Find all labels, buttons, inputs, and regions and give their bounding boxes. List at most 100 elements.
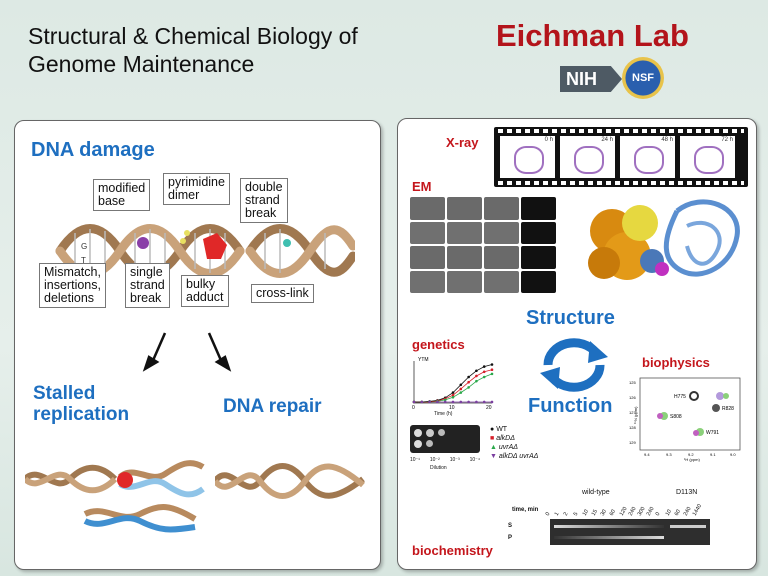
label-double-strand-break: double strand break	[240, 178, 288, 223]
legend-item-uvra: ▲ uvrAΔ	[490, 444, 518, 451]
nsf-logo: NSF	[622, 57, 664, 99]
genetics-point-2-10	[490, 372, 494, 376]
genetics-point-1-7	[467, 380, 470, 384]
nmr-ytick-4: 129	[629, 440, 636, 445]
gel-lane-label: 0	[544, 511, 552, 517]
genetics-point-3-0	[412, 400, 416, 404]
gel-group-wildtype: wild-type	[582, 489, 610, 496]
genetics-point-3-2	[428, 400, 431, 404]
genetics-point-2-6	[459, 391, 463, 394]
spot-dilution-plate	[410, 425, 480, 453]
nmr-ytick-0: 125	[629, 380, 636, 385]
xray-frame-1: 0 h	[500, 136, 555, 178]
nmr-peak-h775: H775	[674, 394, 686, 400]
protein-structure-image	[588, 199, 740, 280]
genetics-point-3-6	[459, 400, 463, 404]
biochemistry-label: biochemistry	[412, 543, 493, 558]
nmr-xtick-3: 9.1	[710, 452, 716, 457]
page-title: Structural & Chemical Biology of Genome …	[28, 22, 358, 78]
nmr-peak-r828: R828	[722, 406, 734, 412]
gel-lane-label: 10	[581, 508, 590, 517]
nmr-yaxis-label: ¹⁵N (ppm)	[633, 406, 638, 424]
gel-time-label: time, min	[512, 507, 539, 513]
nmr-xtick-1: 9.3	[666, 452, 672, 457]
genetics-point-0-5	[451, 391, 455, 394]
nmr-ytick-2: 127	[629, 410, 636, 415]
gel-lane-label: 240	[627, 506, 638, 517]
gel-lane-label: 1	[553, 511, 561, 517]
genetics-point-3-5	[451, 400, 455, 404]
dilution-2: 10⁻²	[429, 457, 440, 463]
genetics-legend: ● WT ■ alkDΔ ▲ uvrAΔ ▼ alkDΔ uvrAΔ	[490, 425, 538, 461]
genetics-point-1-9	[482, 370, 486, 374]
dilution-4: 10⁻⁴	[469, 457, 480, 463]
bulky-adduct-marker-icon	[203, 233, 227, 259]
cycle-arrows-icon	[540, 338, 608, 392]
genetics-point-2-4	[443, 398, 447, 402]
gel-group-d113n: D113N	[676, 489, 698, 496]
dilution-3: 10⁻³	[449, 457, 460, 463]
genetics-point-3-9	[482, 400, 486, 404]
modified-base-marker-icon	[137, 237, 149, 249]
dna-repair-illustration	[215, 463, 365, 499]
genetics-label: genetics	[412, 337, 465, 352]
gel-row-p: P	[508, 535, 513, 541]
genetics-point-3-3	[436, 400, 439, 404]
gel-lane-label: 10	[664, 508, 673, 517]
replication-fork-illustration	[25, 460, 205, 533]
gel-lane-label: 1440	[691, 503, 704, 517]
gel-lane-label: 15	[590, 508, 600, 517]
xray-frame-4: 72 h	[680, 136, 735, 178]
genetics-growth-chart: YTM 0 10 20	[412, 357, 494, 411]
svg-text:T: T	[81, 256, 86, 265]
structure-label: Structure	[526, 307, 615, 329]
title-line-2: Genome Maintenance	[28, 51, 255, 77]
gel-lane-label: 60	[609, 508, 618, 517]
gel-lane-label: 2	[563, 511, 570, 517]
gel-lane-label: 240	[682, 506, 693, 517]
nmr-xtick-4: 9.0	[730, 452, 736, 457]
genetics-xtick-0: 0	[412, 405, 415, 411]
label-cross-link: cross-link	[251, 284, 314, 303]
genetics-point-3-10	[490, 400, 494, 404]
genetics-point-0-8	[475, 369, 478, 373]
dna-damage-panel: DNA damage G T modified base pyrimidine …	[14, 120, 381, 570]
biophysics-label: biophysics	[642, 355, 710, 370]
label-pyrimidine-dimer: pyrimidine dimer	[163, 173, 230, 205]
outcome-dna-repair: DNA repair	[223, 396, 322, 417]
title-line-1: Structural & Chemical Biology of	[28, 23, 358, 49]
outcome-stalled-replication: Stalled replication	[33, 383, 130, 425]
genetics-xtick-1: 10	[449, 405, 455, 411]
genetics-point-0-6	[459, 383, 463, 387]
dilution-1: 10⁻¹	[410, 457, 420, 463]
nmr-ytick-3: 128	[629, 425, 636, 430]
gel-lane-label: 30	[599, 508, 609, 517]
label-single-strand-break: single strand break	[125, 263, 170, 308]
dna-damage-heading: DNA damage	[31, 139, 155, 161]
genetics-point-2-9	[482, 375, 486, 379]
genetics-point-2-5	[451, 395, 455, 399]
nmr-spectrum: H775 R828 S808 W791 9.4 9.3 9.2 9.1 9.0 …	[629, 377, 741, 462]
svg-text:G: G	[81, 242, 87, 251]
nmr-peak-w791: W791	[706, 430, 719, 436]
label-modified-base: modified base	[93, 179, 151, 211]
nih-logo: NIH	[560, 66, 622, 92]
genetics-point-1-5	[451, 393, 455, 397]
genetics-point-3-4	[443, 400, 447, 404]
cross-link-marker-icon	[283, 239, 291, 247]
gel-lane-label: 5	[572, 511, 580, 517]
xray-frame-3: 48 h	[620, 136, 675, 178]
nmr-ytick-1: 126	[629, 395, 636, 400]
genetics-xtick-2: 20	[486, 405, 492, 411]
genetics-point-2-7	[467, 386, 470, 389]
genetics-point-0-7	[467, 375, 470, 379]
methods-panel: X-ray 0 h 24 h 48 h 72 h EM genetics YTM	[397, 118, 757, 570]
genetics-point-3-1	[420, 400, 424, 404]
xray-label: X-ray	[446, 135, 479, 150]
genetics-point-0-10	[490, 363, 494, 366]
label-mismatch: Mismatch, insertions, deletions	[39, 263, 106, 308]
function-label: Function	[528, 395, 613, 417]
xray-frame-2: 24 h	[560, 136, 615, 178]
outcome-arrows	[142, 332, 232, 372]
